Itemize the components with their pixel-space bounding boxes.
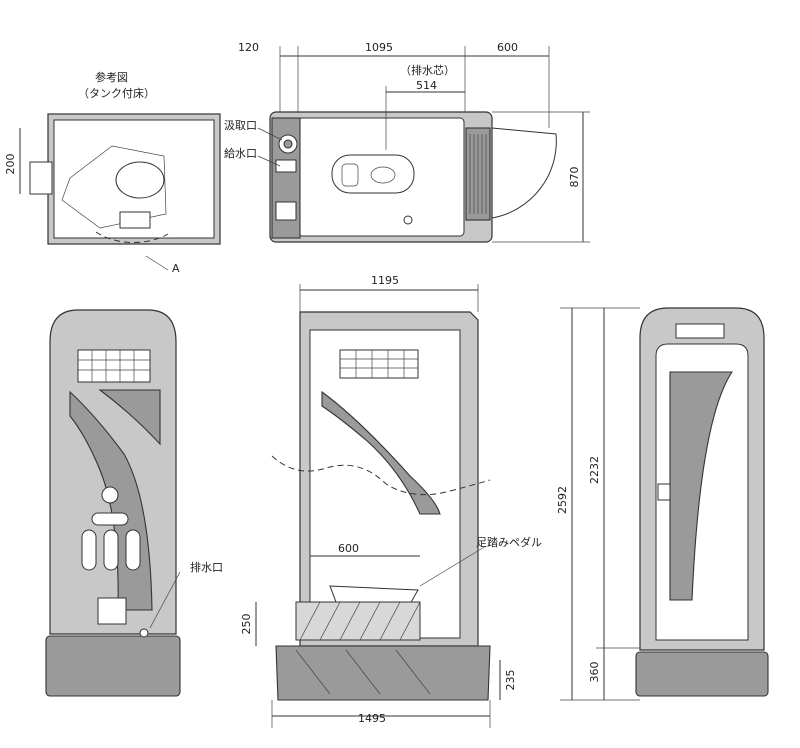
back-vent xyxy=(77,349,151,383)
dim-top-120: 120 xyxy=(238,41,259,54)
dim-inner-600: 600 xyxy=(338,542,359,555)
dim-left-250: 250 xyxy=(240,614,253,635)
dim-bottom-235: 235 xyxy=(504,670,517,691)
front-door-latch xyxy=(657,483,671,501)
water-supply-port xyxy=(275,159,297,173)
plan-toilet-bowl xyxy=(331,154,415,194)
dim-height-2232: 2232 xyxy=(588,456,601,484)
reference-view xyxy=(19,113,221,271)
dim-bottom-1495: 1495 xyxy=(358,712,386,725)
dim-top-600: 600 xyxy=(497,41,518,54)
drain-label: 排水口 xyxy=(190,560,223,574)
section-vent xyxy=(339,349,419,379)
drain-center-label: （排水芯） xyxy=(400,63,455,77)
section-elevation xyxy=(255,284,501,728)
reference-subtitle: （タンク付床） xyxy=(78,86,155,100)
front-sign-plate xyxy=(675,323,725,339)
front-elevation xyxy=(560,307,769,701)
suction-label: 汲取口 xyxy=(224,119,257,132)
back-drain-port xyxy=(139,628,149,638)
dim-right-360: 360 xyxy=(588,662,601,683)
reference-title: 参考図 xyxy=(95,70,128,84)
dim-width-1195: 1195 xyxy=(371,274,399,287)
back-elevation xyxy=(45,309,181,697)
back-base-tank xyxy=(45,635,181,697)
front-base xyxy=(635,651,769,697)
callout-a: A xyxy=(172,262,180,275)
water-supply-label: 給水口 xyxy=(224,146,257,160)
section-tank-hatch xyxy=(295,601,421,641)
dim-top-1095: 1095 xyxy=(365,41,393,54)
dim-drain-514: 514 xyxy=(416,79,437,92)
cutaway-line xyxy=(271,455,491,496)
foot-pedal-label: 足踏みペダル xyxy=(476,535,542,549)
section-base xyxy=(275,645,491,701)
dim-right-870: 870 xyxy=(568,167,581,188)
plan-view xyxy=(257,46,590,243)
dim-left-200: 200 xyxy=(4,154,17,175)
dim-height-2592: 2592 xyxy=(556,486,569,514)
door-swing-arc xyxy=(491,127,557,219)
